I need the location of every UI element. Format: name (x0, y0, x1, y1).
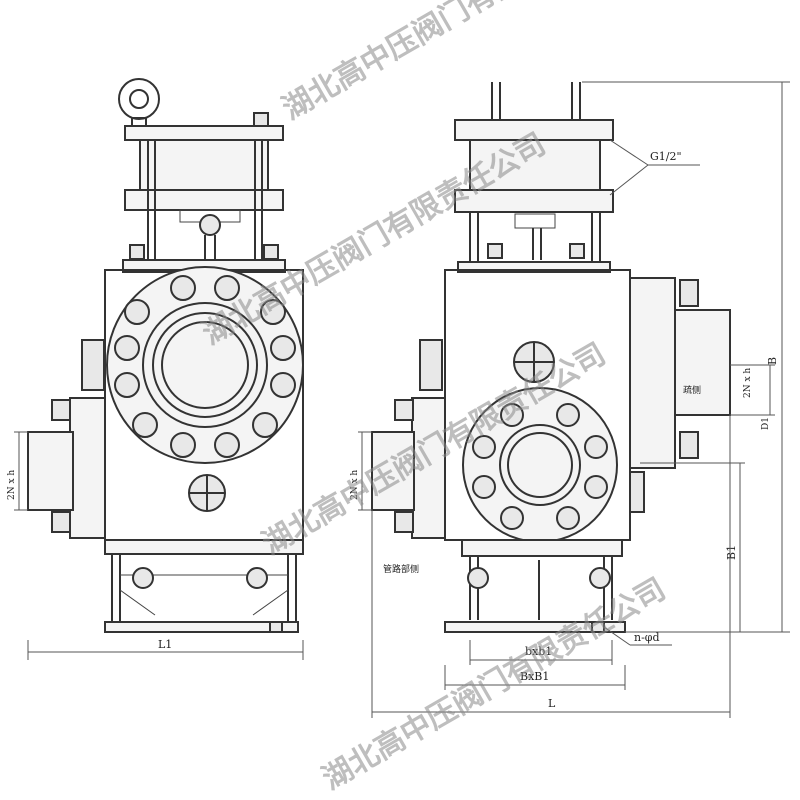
side-view (371, 82, 731, 633)
dim-L: L (548, 697, 556, 710)
label-thread: G1/2" (650, 150, 682, 163)
base-plate-side (444, 621, 626, 633)
dim-n-phi-d: n-φd (634, 631, 660, 644)
label-side-note: 疏侧 (683, 384, 701, 396)
dim-BxB1: BxB1 (520, 670, 549, 683)
dim-2nxh-right: 2N x h (743, 368, 753, 398)
dim-B1: B1 (725, 545, 738, 560)
side-dimensions: G1/2" B B1 2N x h D1 疏侧 2N x h 管路部侧 n-φd… (350, 81, 790, 718)
watermark-1: 湖北高中压阀门有限责任公司 (277, 0, 632, 127)
dim-L1: L1 (158, 638, 172, 651)
actuator-cylinder (139, 139, 269, 191)
main-flange (106, 266, 304, 464)
front-dimensions: L1 2N x h (7, 431, 304, 660)
dim-D1: D1 (761, 417, 771, 430)
dim-bxb1: bxb1 (525, 645, 552, 658)
dim-2nxh-mid: 2N x h (350, 470, 360, 500)
front-view (27, 78, 304, 633)
dim-B: B (766, 357, 779, 365)
label-pipe-side: 管路部侧 (383, 563, 419, 575)
flange-bolts (114, 275, 296, 458)
top-plate (124, 125, 284, 141)
watermark-4: 湖北高中压阀门有限责任公司 (317, 572, 672, 797)
dim-2nxh-left: 2N x h (7, 470, 17, 500)
lifting-eye (118, 78, 160, 120)
